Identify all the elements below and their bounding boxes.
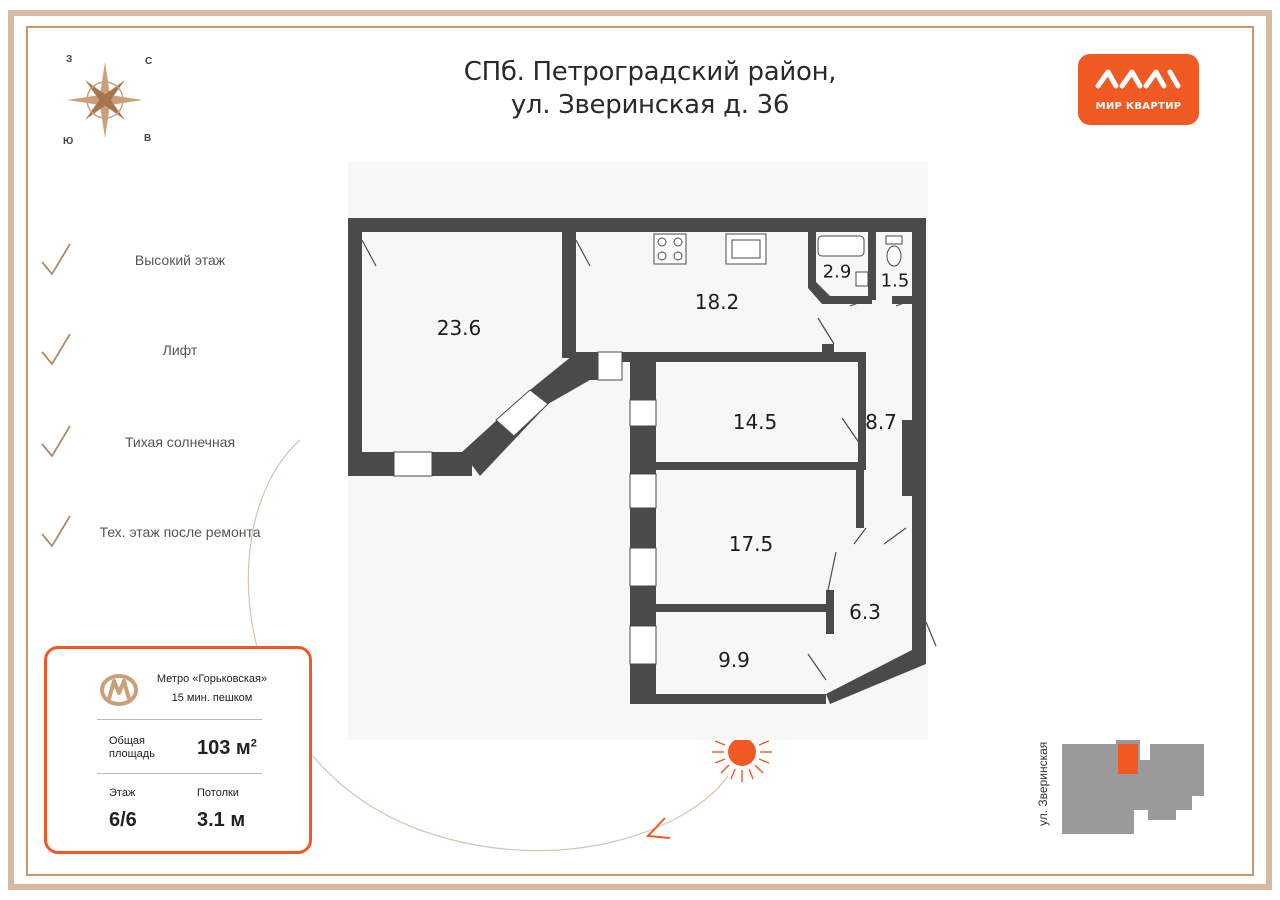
checkmark-icon — [41, 243, 71, 276]
room-toilet-area: 1.5 — [880, 270, 910, 292]
room-bedroom3-area: 9.9 — [718, 648, 750, 672]
compass-north: С — [145, 56, 153, 67]
room-living-area: 23.6 — [436, 316, 482, 340]
total-area-value: 103 м2 — [197, 737, 257, 760]
feature-label: Лифт — [162, 342, 198, 358]
info-divider — [97, 719, 262, 720]
street-label: ул. Зверинская — [1036, 741, 1050, 826]
feature-item: Тех. этаж после ремонта — [40, 514, 300, 554]
inner-frame — [26, 26, 1254, 876]
room-bedroom1-area: 14.5 — [732, 410, 778, 434]
compass-rose-icon — [67, 62, 143, 138]
checkmark-icon — [41, 515, 71, 548]
checkmark-icon — [41, 425, 71, 458]
mir-kvartir-logo: МИР КВАРТИР — [1078, 54, 1199, 125]
total-area-label-line2: площадь — [109, 748, 155, 760]
metro-station-name: Метро «Горьковская» — [156, 673, 268, 685]
room-kitchen-area: 18.2 — [694, 290, 740, 314]
logo-text: МИР КВАРТИР — [1095, 101, 1182, 112]
ceiling-label: Потолки — [197, 787, 239, 799]
feature-item: Тихая солнечная — [40, 424, 300, 464]
total-area-label-line1: Общая — [109, 735, 145, 747]
stove-icon — [653, 233, 687, 265]
room-bedroom2-area: 17.5 — [728, 532, 774, 556]
total-area-unit-sup: 2 — [250, 737, 257, 750]
title-line-address: ул. Зверинская д. 36 — [510, 90, 790, 120]
title-line-district: СПб. Петроградский район, — [463, 57, 837, 87]
compass: З С Ю В — [55, 50, 165, 150]
outer-frame — [8, 10, 1272, 890]
feature-label: Высокий этаж — [134, 252, 226, 268]
floor-value: 6/6 — [109, 809, 137, 831]
compass-west: З — [66, 54, 73, 65]
apartment-info-card: Метро «Горьковская» 15 мин. пешком Общая… — [44, 646, 312, 854]
mir-kvartir-logo-icon — [1095, 69, 1181, 89]
washbasin-icon — [855, 271, 869, 287]
feature-label: Тех. этаж после ремонта — [99, 524, 261, 540]
room-hall-area: 6.3 — [849, 600, 881, 624]
total-area-number: 103 м — [197, 737, 251, 759]
ceiling-value: 3.1 м — [197, 809, 246, 831]
sink-icon — [725, 233, 767, 265]
site-plan-map — [1062, 740, 1204, 834]
feature-item: Высокий этаж — [40, 242, 300, 282]
feature-item: Лифт — [40, 332, 300, 372]
compass-south: Ю — [63, 136, 74, 147]
room-corridor-area: 8.7 — [865, 410, 897, 434]
toilet-icon — [885, 235, 903, 267]
metro-logo-icon — [100, 674, 138, 706]
floor-label: Этаж — [109, 787, 136, 799]
total-area-label: Общая площадь — [109, 735, 155, 761]
metro-walk-time: 15 мин. пешком — [171, 692, 253, 704]
info-divider — [97, 773, 262, 774]
page-title: СПб. Петроградский район, ул. Зверинская… — [400, 56, 900, 122]
feature-label: Тихая солнечная — [124, 434, 236, 450]
compass-east: В — [144, 133, 152, 144]
room-bathroom-area: 2.9 — [822, 261, 852, 283]
bathtub-icon — [817, 235, 865, 257]
checkmark-icon — [41, 333, 71, 366]
